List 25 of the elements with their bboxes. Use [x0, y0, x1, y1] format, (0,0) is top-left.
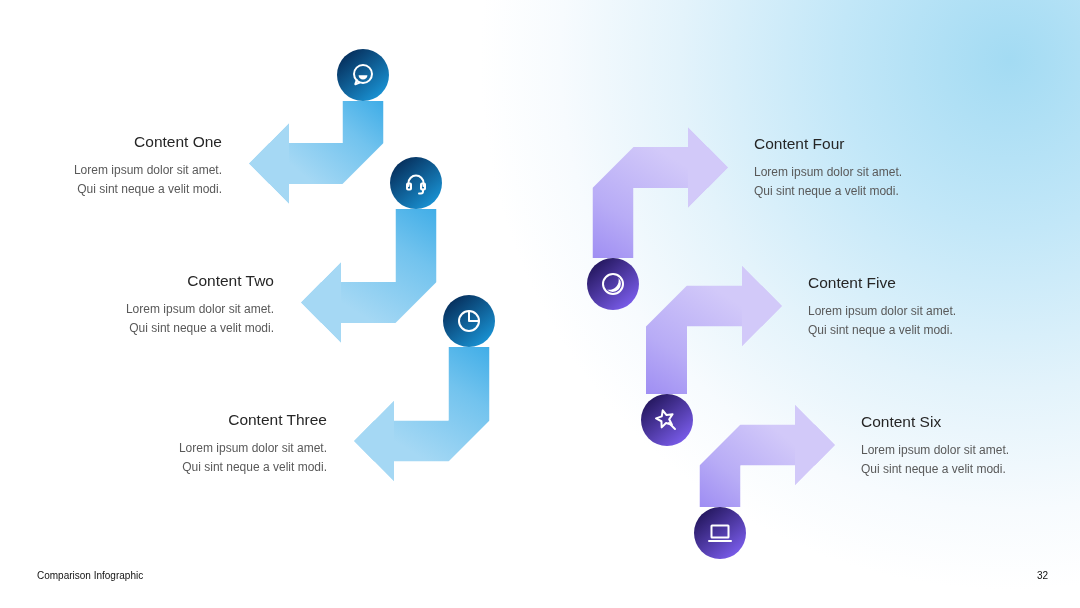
laptop-icon	[694, 507, 746, 559]
description-text: Lorem ipsum dolor sit amet. Qui sint neque a velit modi.	[177, 440, 327, 476]
arrow	[646, 265, 782, 394]
description-text: Lorem ipsum dolor sit amet. Qui sint neque a velit modi.	[808, 303, 958, 339]
pie-chart-icon	[443, 295, 495, 347]
heading: Content Five	[808, 273, 896, 293]
moon-icon	[587, 258, 639, 310]
arrow	[354, 347, 490, 482]
arrow	[699, 404, 835, 507]
arrow	[592, 127, 728, 258]
heading: Content Three	[228, 410, 327, 430]
description-text: Lorem ipsum dolor sit amet. Qui sint neque a velit modi.	[754, 164, 904, 200]
description-text: Lorem ipsum dolor sit amet. Qui sint neque a velit modi.	[861, 442, 1011, 478]
arrow	[249, 101, 384, 204]
description-text: Lorem ipsum dolor sit amet. Qui sint neque a velit modi.	[72, 162, 222, 198]
page-number: 32	[1036, 569, 1048, 583]
heading: Content Four	[754, 134, 845, 154]
footer-text: Comparison Infographic	[37, 569, 144, 583]
heading: Content Two	[187, 271, 274, 291]
heading: Content One	[134, 132, 222, 152]
magic-wand-icon	[640, 394, 693, 446]
heading: Content Six	[861, 412, 942, 432]
chat-icon	[337, 49, 389, 101]
description-text: Lorem ipsum dolor sit amet. Qui sint neque a velit modi.	[124, 301, 274, 337]
headset-icon	[390, 157, 442, 209]
